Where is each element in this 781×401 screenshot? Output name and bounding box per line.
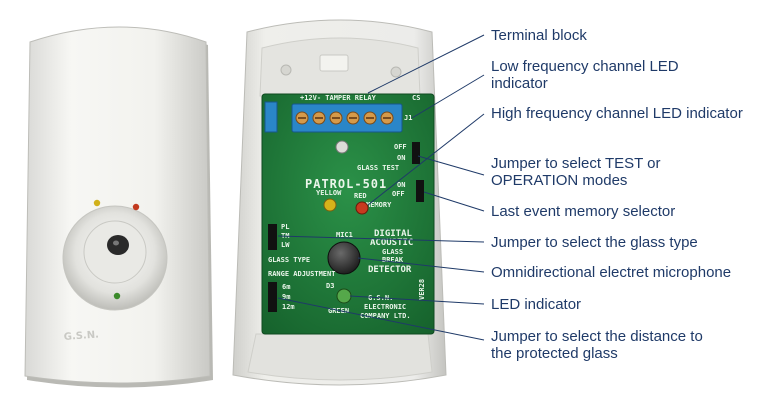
detector-title-line-2: ACOUSTIC	[370, 238, 413, 248]
glass-type-label: GLASS TYPE	[268, 256, 310, 264]
version-label: VER28	[418, 279, 426, 300]
leader-line	[357, 257, 485, 273]
callout-line: OPERATION modes	[491, 172, 628, 189]
range-option-6m: 6m	[282, 283, 290, 291]
terminal-block: +12V- TAMPER RELAY CS J1	[291, 94, 420, 133]
detector-title-line-5: DETECTOR	[368, 265, 412, 275]
callout-line: Omnidirectional electret microphone	[491, 264, 732, 281]
mic-ref: MIC1	[336, 231, 353, 239]
cover-brand: G.S.N.	[63, 330, 99, 343]
detector-title-line-4: BREAK	[382, 256, 404, 264]
led-ref: D3	[326, 282, 334, 290]
range-option-9m: 9m	[282, 293, 290, 301]
leader-line	[367, 34, 485, 94]
callout-led-indicator: LED indicator	[491, 296, 581, 313]
test-mode-jumper	[412, 142, 420, 164]
range-adjustment-label: RANGE ADJUSTMENT	[268, 270, 335, 278]
mounting-hole-right	[390, 66, 402, 78]
company-line-2: ELECTRONIC	[364, 303, 406, 311]
detector-title-line-1: DIGITAL	[374, 229, 413, 239]
detector-title-line-3: GLASS	[382, 248, 403, 256]
glass-test-label: GLASS TEST	[357, 164, 399, 172]
callout-high-freq-led: High frequency channel LED indicator	[491, 105, 743, 122]
led-color-label: GREEN	[328, 307, 349, 315]
callout-line: Last event memory selector	[491, 203, 676, 220]
model-label: PATROL-501	[305, 177, 387, 191]
cs-label: CS	[412, 94, 420, 102]
terminal-ref: J1	[404, 114, 412, 122]
callout-line: Jumper to select the glass type	[491, 234, 698, 251]
callout-glass-type-jumper: Jumper to select the glass type	[491, 234, 698, 251]
terminal-label: +12V- TAMPER RELAY	[300, 94, 377, 102]
leader-line	[277, 297, 485, 341]
glass-type-option-pl: PL	[281, 223, 289, 231]
distance-jumper-block: 6m 9m 12m	[268, 282, 295, 312]
leader-line	[349, 295, 485, 305]
test-on-label: ON	[397, 154, 405, 162]
range-option-12m: 12m	[282, 303, 295, 311]
company-line-3: COMPANY LTD.	[360, 312, 411, 320]
low-frequency-led	[323, 198, 337, 212]
test-off-label: OFF	[394, 143, 407, 151]
callout-memory-selector: Last event memory selector	[491, 203, 675, 220]
callout-line: Terminal block	[491, 27, 587, 44]
memory-on-label: ON	[397, 181, 405, 189]
memory-jumper	[416, 180, 424, 202]
leader-line	[411, 74, 485, 119]
yellow-led-label: YELLOW	[316, 189, 342, 197]
memory-off-label: OFF	[392, 190, 405, 198]
callout-line: High frequency channel LED indicator	[491, 105, 743, 122]
cover-yellow-led	[93, 199, 101, 207]
sensor-lens-assembly	[62, 205, 168, 311]
cover-green-led	[113, 292, 121, 300]
callout-line: the protected glass	[491, 345, 618, 362]
high-frequency-led	[355, 201, 369, 215]
callout-microphone: Omnidirectional electret microphone	[491, 264, 731, 281]
detector-title: DIGITAL ACOUSTIC GLASS BREAK DETECTOR	[368, 229, 413, 275]
distance-jumper	[268, 282, 277, 312]
callout-terminal-block: Terminal block	[491, 27, 587, 44]
mounting-hole-left	[280, 64, 292, 76]
leader-line	[417, 155, 485, 176]
callout-line: LED indicator	[491, 296, 582, 313]
leader-line	[367, 113, 485, 206]
callout-line: indicator	[491, 75, 548, 92]
callout-line: Jumper to select the distance to	[491, 328, 703, 345]
detector-cover: G.S.N.	[24, 26, 213, 388]
glass-type-option-lw: LW	[281, 241, 290, 249]
glass-type-jumper	[268, 224, 277, 250]
callout-line: Low frequency channel LED	[491, 58, 679, 75]
callout-line: Jumper to select TEST or	[491, 155, 661, 172]
red-led-label: RED	[354, 192, 367, 200]
callout-leader-lines	[277, 34, 485, 341]
cover-red-led	[132, 203, 140, 211]
leader-line	[277, 235, 485, 243]
memory-label: MEMORY	[366, 201, 392, 209]
circuit-board: +12V- TAMPER RELAY CS J1 PATROL-501 GLAS…	[261, 93, 435, 335]
status-led	[336, 288, 352, 304]
capacitor	[335, 140, 349, 154]
leader-line	[423, 191, 485, 212]
